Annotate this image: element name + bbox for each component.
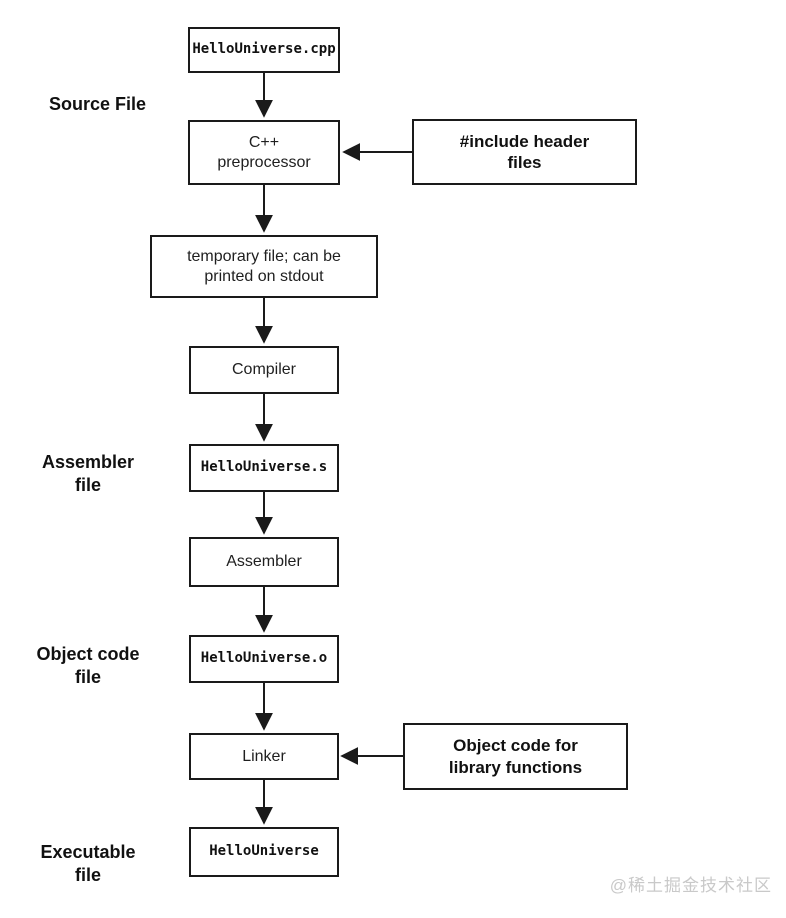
node-object-file-label: HelloUniverse.o <box>200 650 328 667</box>
node-linker-label: Linker <box>242 747 286 765</box>
node-include-headers-label: #include header files <box>459 131 590 172</box>
node-temp-file: temporary file; can be printed on stdout <box>150 235 378 298</box>
label-object-code-file: Object code file <box>36 644 140 688</box>
node-executable: HelloUniverse <box>189 827 339 877</box>
node-assembler-file: HelloUniverse.s <box>189 444 339 492</box>
node-library-objects-label: Object code for library functions <box>448 736 583 777</box>
node-library-objects: Object code for library functions <box>403 723 628 790</box>
node-preprocessor: C++ preprocessor <box>188 120 340 185</box>
node-compiler: Compiler <box>189 346 339 394</box>
label-executable-file: Executable file <box>40 842 136 886</box>
node-source-file-label: HelloUniverse.cpp <box>192 41 336 58</box>
watermark: @稀土掘金技术社区 <box>609 876 772 895</box>
node-compiler-label: Compiler <box>231 361 296 378</box>
node-assembler-file-label: HelloUniverse.s <box>200 459 328 476</box>
node-linker: Linker <box>189 733 339 780</box>
label-assembler-file: Assembler file <box>41 452 135 496</box>
node-assembler-label: Assembler <box>226 553 302 570</box>
node-source-file: HelloUniverse.cpp <box>188 27 340 73</box>
node-include-headers: #include header files <box>412 119 637 185</box>
label-source-file: Source File <box>48 94 147 114</box>
node-assembler: Assembler <box>189 537 339 587</box>
node-executable-label: HelloUniverse <box>209 843 319 860</box>
node-temp-file-label: temporary file; can be printed on stdout <box>187 247 341 285</box>
node-preprocessor-label: C++ preprocessor <box>217 133 311 171</box>
node-object-file: HelloUniverse.o <box>189 635 339 683</box>
